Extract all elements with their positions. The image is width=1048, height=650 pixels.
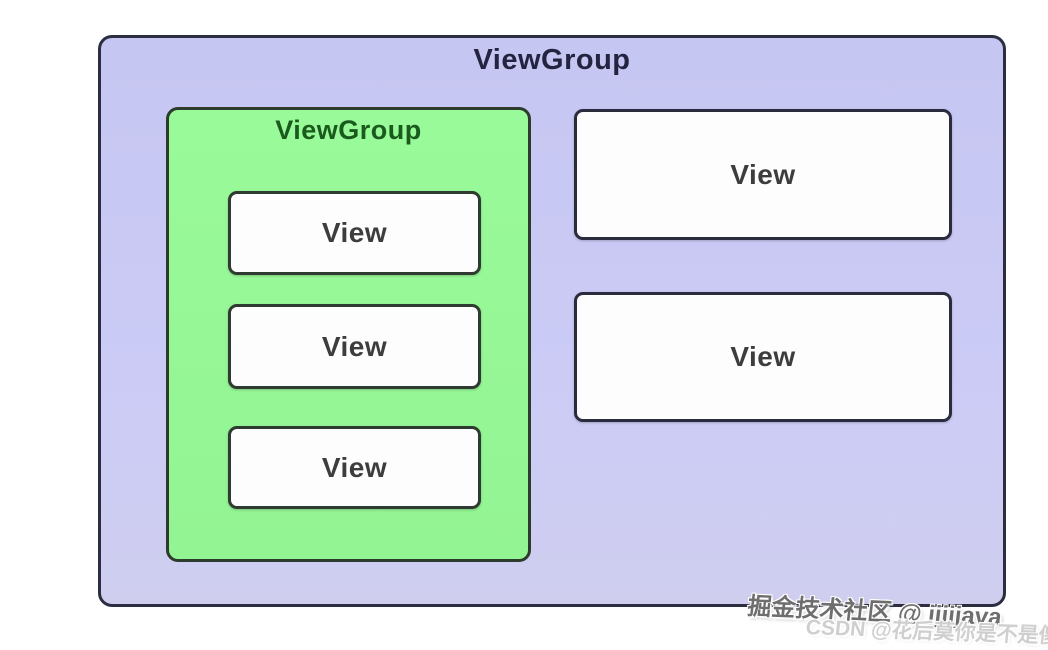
view-label: View [321, 451, 388, 483]
nested-view-box-1: View [228, 191, 481, 275]
view-label: View [321, 330, 388, 362]
nested-viewgroup-box: ViewGroup View View View [166, 107, 531, 562]
outer-viewgroup-box: ViewGroup ViewGroup View View View View … [98, 35, 1006, 607]
right-view-box-2: View [574, 292, 952, 422]
right-view-box-1: View [574, 109, 952, 240]
nested-viewgroup-label: ViewGroup [275, 115, 422, 145]
view-label: View [730, 158, 796, 190]
view-label: View [730, 341, 796, 372]
outer-viewgroup-label: ViewGroup [473, 44, 631, 76]
nested-view-box-3: View [228, 426, 481, 509]
watermark-csdn: CSDN @花后莫你是不是傻 [804, 616, 1048, 648]
nested-view-box-2: View [228, 304, 481, 389]
view-label: View [321, 217, 388, 248]
